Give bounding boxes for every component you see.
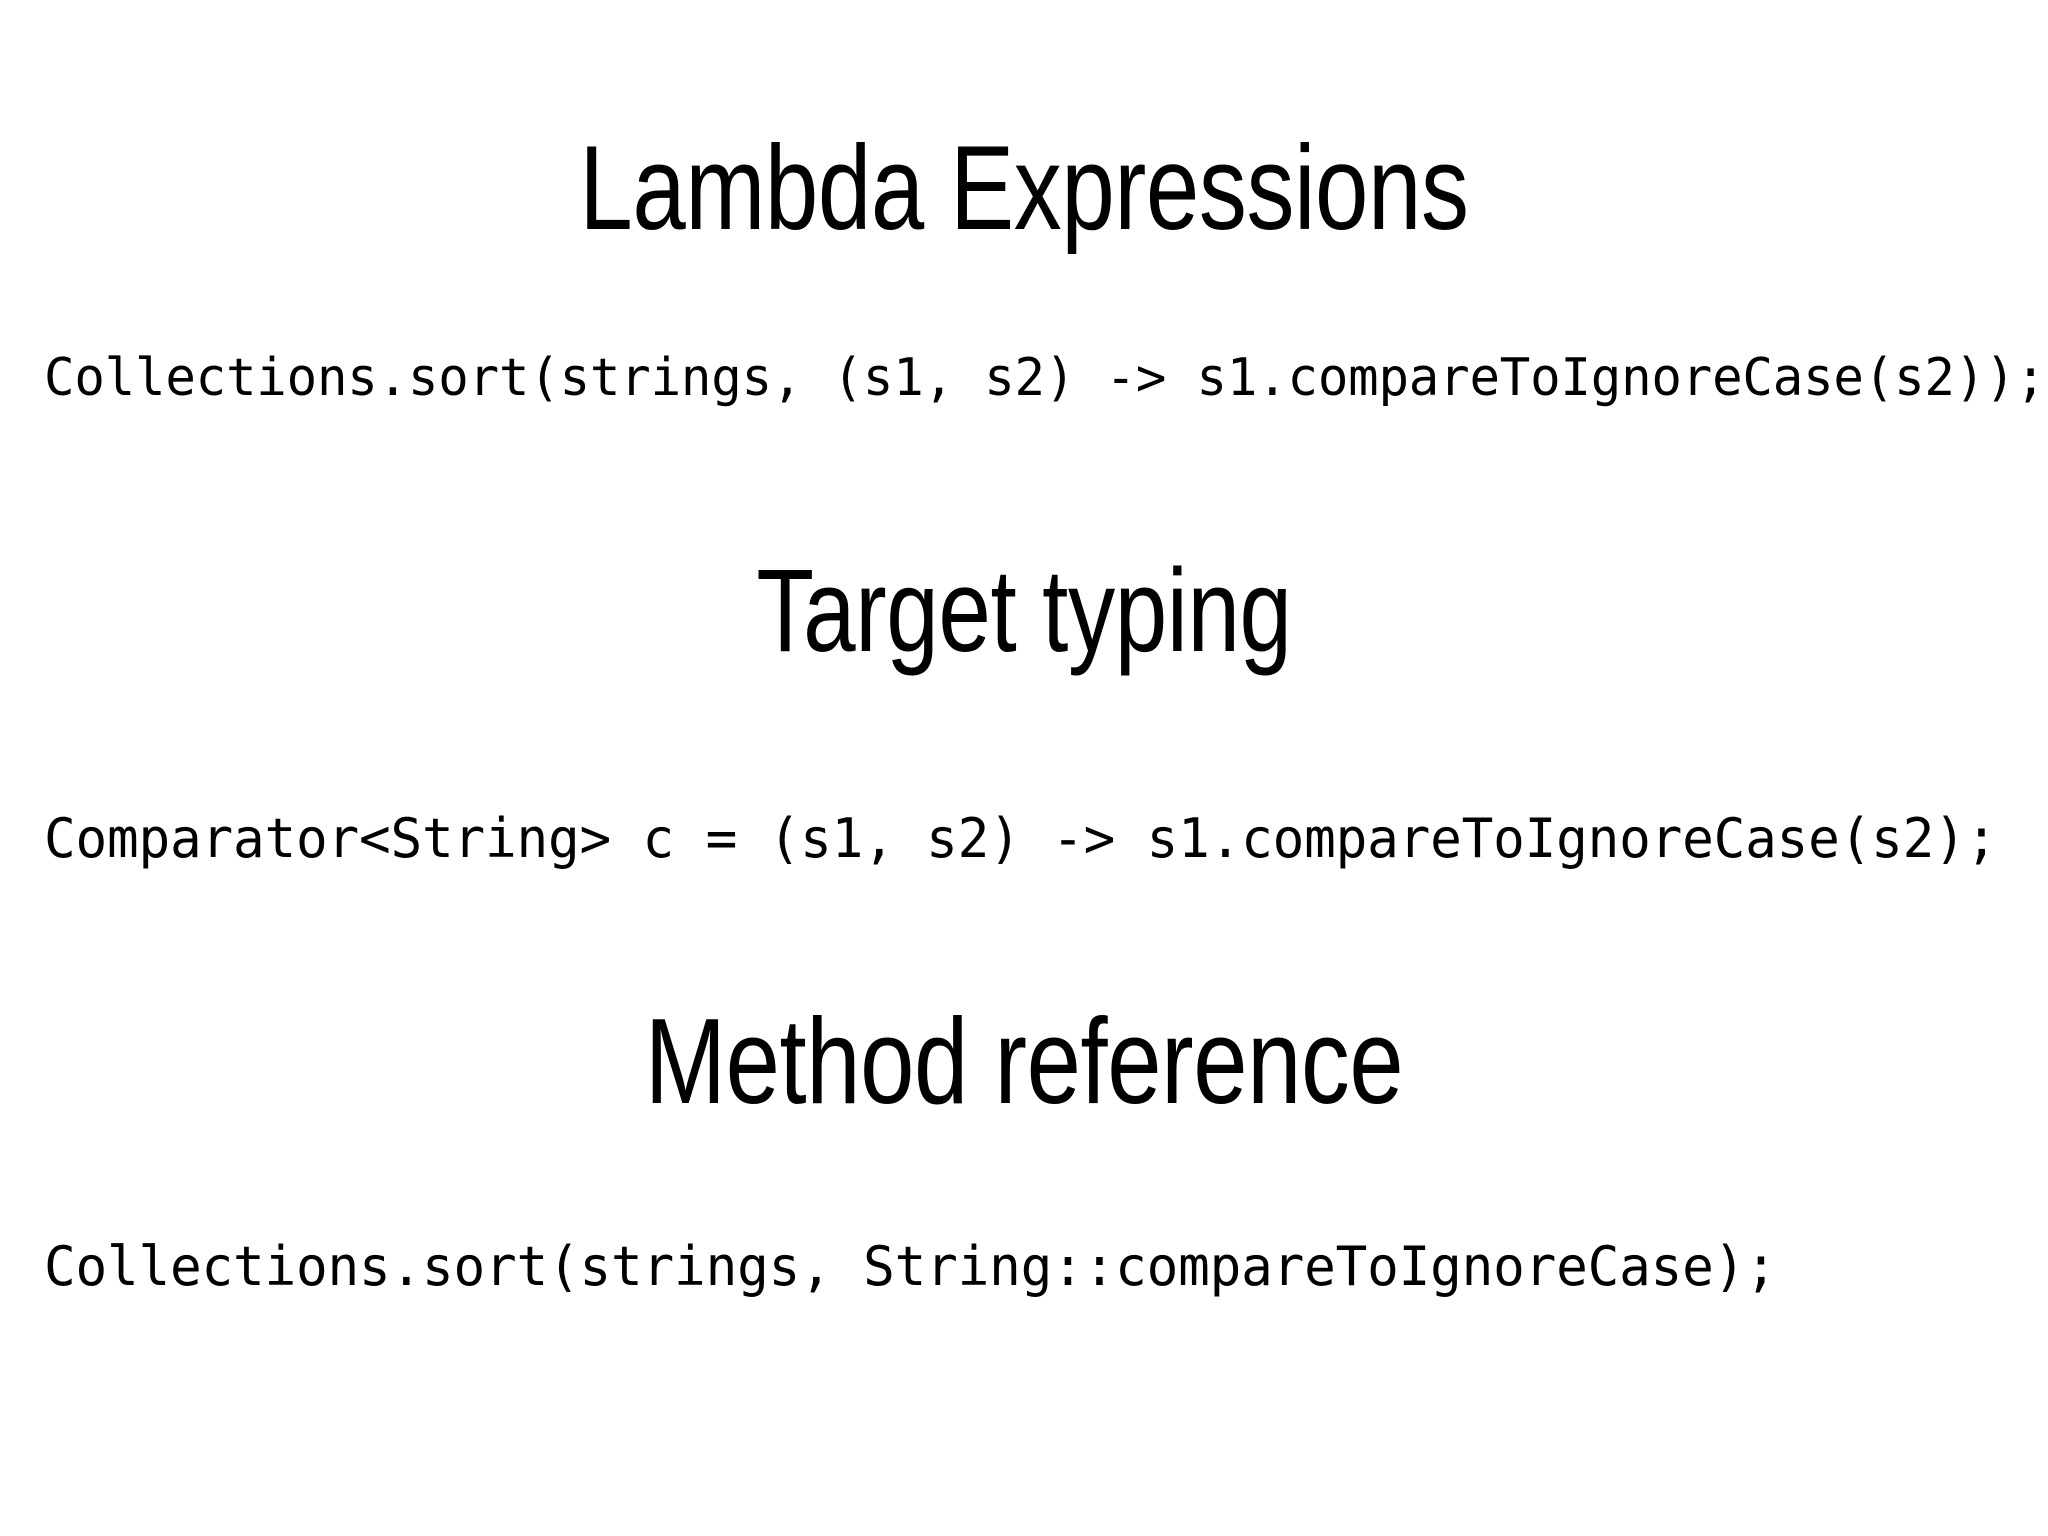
code-line-method-reference: Collections.sort(strings, String::compar… xyxy=(44,1235,1777,1298)
section-heading-target-typing: Target typing xyxy=(756,545,1292,677)
page-title: Lambda Expressions xyxy=(579,121,1469,255)
code-line-target-typing: Comparator<String> c = (s1, s2) -> s1.co… xyxy=(44,807,1998,870)
section-heading-method-reference: Method reference xyxy=(644,993,1404,1129)
code-line-lambda-expression: Collections.sort(strings, (s1, s2) -> s1… xyxy=(44,348,2046,408)
